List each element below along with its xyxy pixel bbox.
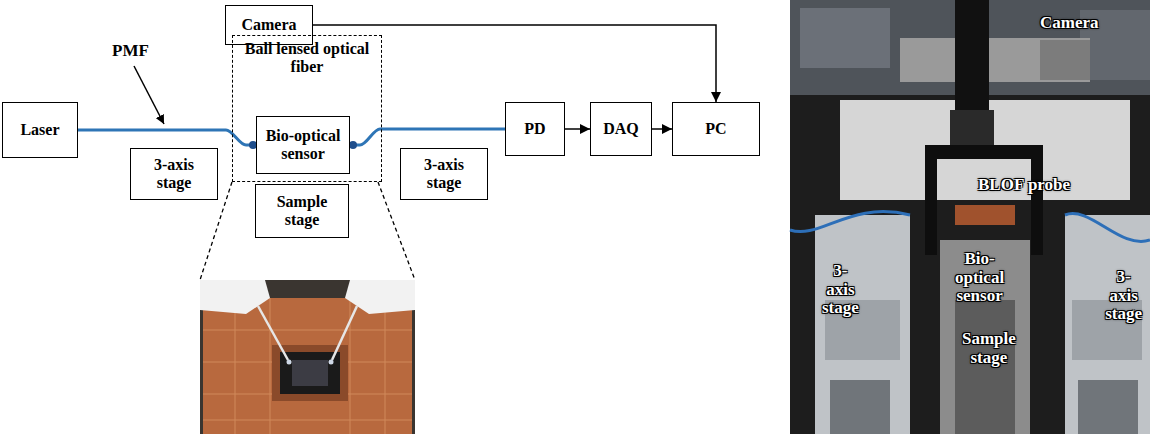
sensor-photo-part-part [203,330,412,331]
photo-label: BLOF probe [978,176,1070,195]
computer-box: PC [672,102,760,156]
stage-box: 3-axis stage [130,148,218,200]
node-text: 3-axis stage [135,156,213,193]
node-text: Camera [241,16,296,34]
sensor-photo-part [292,360,328,386]
sensor-photo-part-part [203,420,412,421]
ball-lens [349,141,357,149]
setup-photo-part [790,212,910,232]
leader-line [134,66,164,124]
photo-label: 3-axis stage [1105,268,1142,324]
daq-box: DAQ [590,102,652,156]
laser-box: Laser [2,102,78,158]
sensor-box: Bio-optical sensor [256,116,350,174]
sensor-photo-part [258,306,288,360]
sensor-photo-part [329,360,334,365]
sensor-photo-part [203,298,412,434]
fiber-label: PMF [112,42,149,61]
sensor-photo-part [332,306,357,360]
photo-label: 3-axis stage [822,262,859,318]
setup-photo-part [925,145,1043,159]
setup-photo-part [790,0,1150,434]
signal-arrow [313,25,716,102]
photo-label: Bio-optical sensor [955,250,1004,306]
node-text: Ball lensed optical fiber [237,40,377,77]
setup-photo-part [1065,215,1150,434]
node-text: PC [705,120,726,138]
setup-photo [790,0,1150,434]
sensor-photo-part-part [270,298,271,434]
setup-photo-part [800,8,890,68]
setup-photo-part [1031,145,1043,255]
probe-frame: Ball lensed optical fiberBio-optical sen… [232,35,382,182]
node-text: DAQ [603,120,639,138]
node-text: 3-axis stage [405,156,483,193]
signal-arrow [565,128,590,130]
setup-photo-part [1065,214,1150,242]
node-text: Laser [20,121,59,139]
setup-photo-part [940,240,1030,434]
leader-line-part [134,66,164,124]
sensor-photo-part-part [385,298,386,434]
optical-fiber [350,129,505,145]
setup-photo-part [815,215,910,434]
node-text: Sample stage [260,193,344,230]
sensor-photo [200,280,415,434]
setup-photo-part [1040,40,1090,80]
detector-box: PD [505,102,565,156]
sensor-photo-part [203,298,412,434]
setup-photo-part [840,100,1130,200]
signal-arrow [652,128,672,130]
camera-box: Camera [225,5,313,45]
setup-photo-part [955,300,1015,434]
setup-photo-part [830,380,890,434]
stage-box: 3-axis stage [400,148,488,200]
photo-label: Camera [1040,14,1099,33]
optical-fiber [78,130,256,145]
zoom-line [200,182,415,280]
stage-box: Sample stage [255,184,349,238]
sensor-photo-part [280,352,340,394]
sensor-photo-part [200,280,415,434]
setup-photo-part [950,110,994,146]
setup-photo-part [925,145,937,255]
node-text: Bio-optical sensor [261,127,345,164]
setup-photo-part [1078,380,1138,434]
setup-photo-part [955,205,1015,225]
node-text: PD [524,120,545,138]
setup-photo-part [900,38,1090,82]
sensor-photo-part [287,360,292,365]
sensor-photo-part-part [235,298,236,434]
photo-label: Sample stage [962,330,1016,367]
